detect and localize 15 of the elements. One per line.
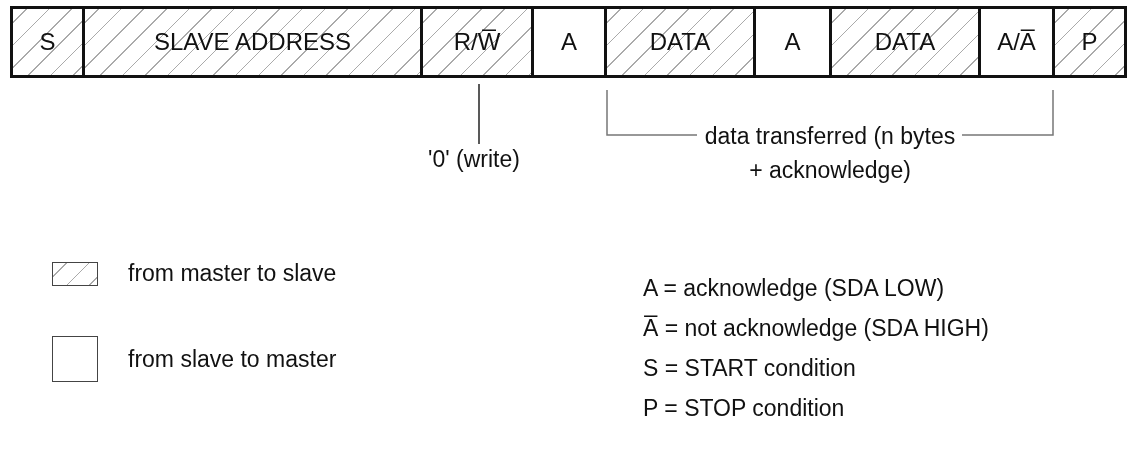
annotation-text: '0' (write) [412, 146, 536, 180]
legend-text: from slave to master [128, 346, 337, 373]
note-text: A̅ = not acknowledge (SDA HIGH) [643, 315, 990, 342]
frame-field: SLAVE ADDRESS [82, 6, 423, 78]
legend-text: from master to slave [128, 260, 337, 287]
frame-field: DATA [604, 6, 756, 78]
frame-field: S [10, 6, 85, 78]
frame-field: R/W̅ [420, 6, 534, 78]
leader-line [478, 83, 480, 145]
note-text: A = acknowledge (SDA LOW) [643, 275, 946, 302]
note-text: P = STOP condition [643, 395, 846, 422]
frame-field: P [1052, 6, 1127, 78]
frame-field: DATA [829, 6, 981, 78]
note-text: S = START condition [643, 355, 857, 382]
bracket-label: data transferred (n bytes + acknowledge) [703, 122, 957, 185]
